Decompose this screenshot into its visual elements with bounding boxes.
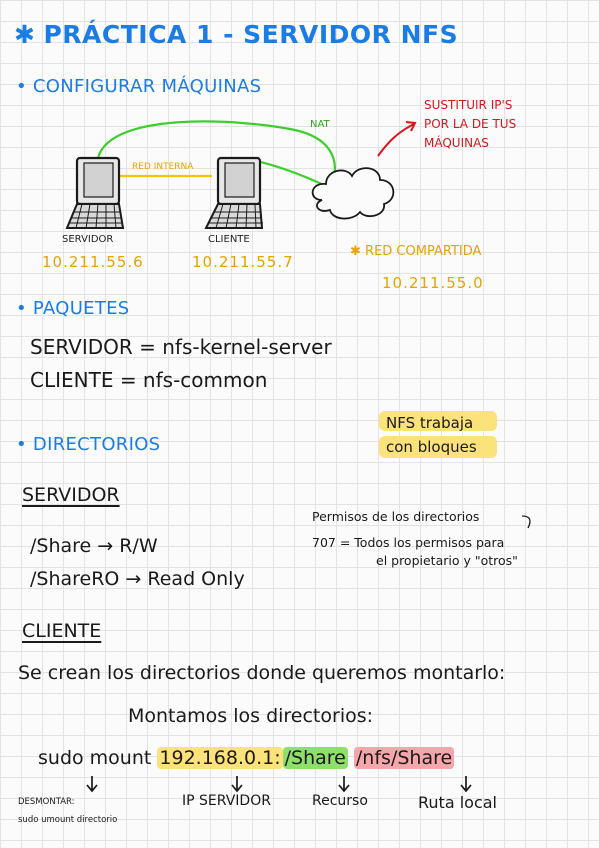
section-paquetes: •PAQUETES: [16, 298, 130, 319]
bullet: •: [16, 434, 27, 455]
servidor-ip: 10.211.55.6: [42, 253, 144, 271]
desmontar-label: DESMONTAR:: [18, 797, 75, 807]
nfs-bloques-line2: con bloques: [386, 438, 477, 456]
laptop-servidor-icon: [65, 156, 125, 229]
sustituir-note-line2: POR LA DE TUS: [424, 117, 517, 131]
section-paquetes-label: PAQUETES: [32, 298, 130, 319]
paquete-cliente: CLIENTE = nfs-common: [30, 368, 268, 392]
sustituir-note-line1: SUSTITUIR IP'S: [424, 98, 513, 112]
label-ruta-local: Ruta local: [418, 793, 497, 812]
cliente-heading: CLIENTE: [22, 620, 102, 642]
mount-local: /nfs/Share: [353, 747, 455, 769]
red-compartida-label: RED COMPARTIDA: [365, 244, 482, 259]
cliente-ip: 10.211.55.7: [192, 253, 294, 271]
red-compartida: ✱ RED COMPARTIDA: [350, 244, 481, 259]
permisos-line1: Permisos de los directorios: [312, 509, 480, 524]
sustituir-note: SUSTITUIR IP'S POR LA DE TUS MÁQUINAS: [424, 96, 516, 153]
paquete-servidor: SERVIDOR = nfs-kernel-server: [30, 335, 332, 359]
bullet: •: [16, 298, 27, 319]
star-icon: ✱: [350, 244, 361, 259]
montamos-label: Montamos los directorios:: [128, 705, 374, 727]
red-compartida-ip: 10.211.55.0: [382, 274, 484, 292]
page-title: ✱PRÁCTICA 1 - SERVIDOR NFS: [14, 20, 458, 49]
mount-command: sudo mount 192.168.0.1:/Share /nfs/Share: [38, 747, 455, 769]
cliente-label: CLIENTE: [208, 234, 250, 245]
title-text: PRÁCTICA 1 - SERVIDOR NFS: [43, 20, 459, 49]
section-configurar-label: CONFIGURAR MÁQUINAS: [32, 76, 262, 97]
cliente-sentence: Se crean los directorios donde queremos …: [18, 662, 506, 684]
laptop-cliente-icon: [204, 156, 264, 229]
cloud-icon: [311, 167, 395, 220]
section-configurar: •CONFIGURAR MÁQUINAS: [16, 76, 261, 97]
mount-recurso: /Share: [282, 747, 348, 769]
label-recurso: Recurso: [312, 793, 368, 809]
sharero-readonly: /ShareRO → Read Only: [30, 568, 245, 590]
servidor-label: SERVIDOR: [62, 234, 114, 245]
share-rw: /Share → R/W: [30, 535, 158, 557]
sustituir-note-line3: MÁQUINAS: [424, 136, 489, 150]
arrow-icon: [377, 123, 415, 157]
nfs-bloques-note: NFS trabaja con bloques: [386, 411, 477, 459]
label-ip-servidor: IP SERVIDOR: [182, 793, 271, 809]
section-directorios-label: DIRECTORIOS: [32, 434, 161, 455]
nat-label: NAT: [310, 119, 330, 130]
permisos-line2: 707 = Todos los permisos para: [312, 535, 505, 550]
star-icon: ✱: [14, 20, 36, 49]
section-directorios: •DIRECTORIOS: [16, 434, 160, 455]
mount-ip: 192.168.0.1:: [157, 747, 283, 769]
nat-line: [96, 120, 336, 179]
servidor-heading: SERVIDOR: [22, 484, 120, 506]
permisos-line3: el propietario y "otros": [376, 553, 518, 568]
bullet: •: [16, 76, 27, 97]
nfs-bloques-line1: NFS trabaja: [386, 414, 474, 432]
red-interna-label: RED INTERNA: [132, 162, 194, 172]
mount-prefix: sudo mount: [38, 747, 152, 769]
umount-command: sudo umount directorio: [18, 815, 118, 825]
